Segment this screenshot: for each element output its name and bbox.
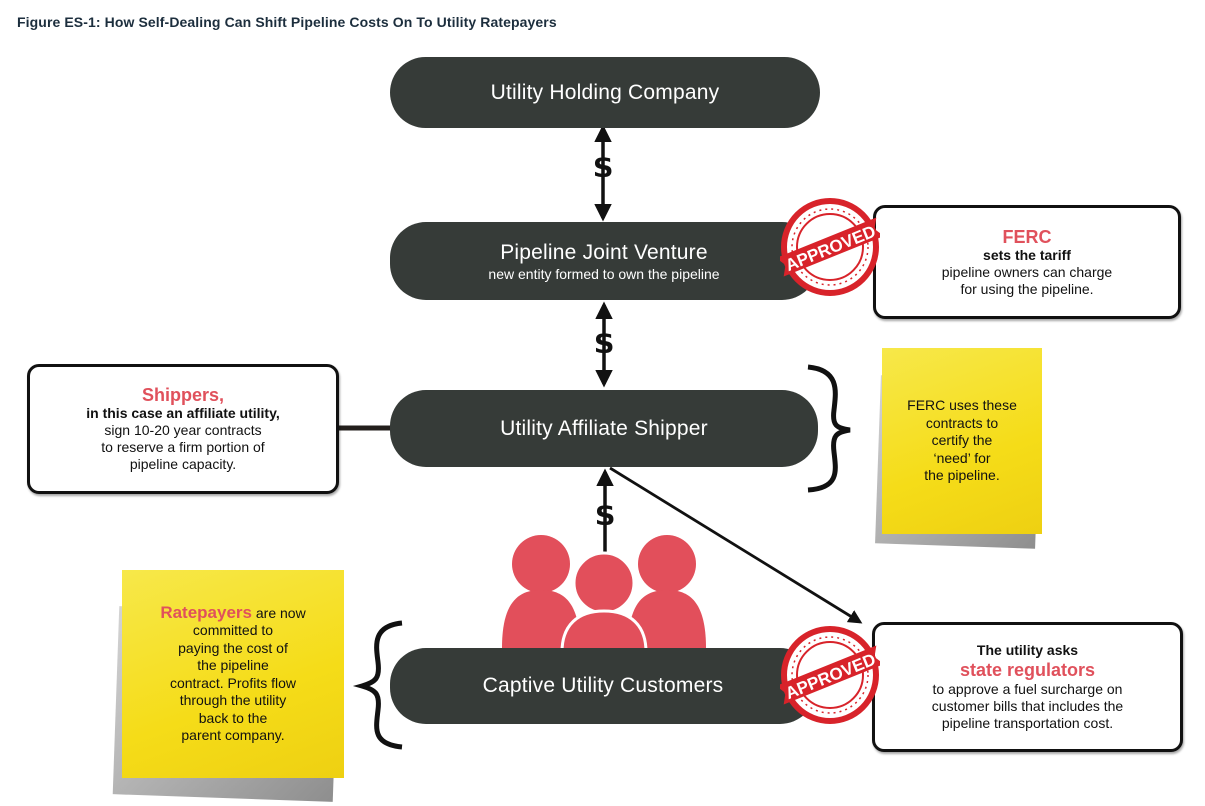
node-pipeline-joint-venture: Pipeline Joint Venture new entity formed… [390,222,818,300]
node-label: Utility Affiliate Shipper [500,416,708,440]
callout-heading: FERC [1002,226,1052,247]
callout-bold-line: in this case an affiliate utility, [86,405,280,421]
callout-line: pipeline owners can charge [941,263,1113,280]
note-line: certify the [931,432,993,449]
dollar-icon: $ [592,150,614,185]
callout-line: to approve a fuel surcharge on [932,681,1123,697]
callout-shippers: Shippers, in this case an affiliate util… [27,364,339,494]
node-label: Utility Holding Company [490,80,720,104]
callout-intro: The utility asks [976,642,1079,658]
note-line: contract. Profits flow [169,674,297,691]
note-line: Ratepayers are now [122,602,344,623]
brace-right-icon [807,364,851,493]
node-label: Captive Utility Customers [482,674,724,697]
note-line: the pipeline. [924,467,1000,484]
callout-ferc: FERC sets the tariff pipeline owners can… [873,205,1181,319]
note-paper: Ratepayers are now committed to paying t… [122,570,344,778]
callout-heading: Shippers, [141,385,225,405]
callout-line: pipeline capacity. [129,456,237,472]
note-line: back to the [198,709,268,726]
note-highlight: Ratepayers [160,602,252,622]
callout-line: customer bills that includes the [931,698,1124,714]
note-line: parent company. [181,727,285,743]
approved-stamp-icon: APPROVED [780,626,880,724]
callout-line: sign 10-20 year contracts [104,422,262,438]
note-line: through the utility [179,692,287,708]
sticky-note-ferc-need: FERC uses these contracts to certify the… [875,348,1042,549]
note-line: contracts to [925,414,999,431]
callout-line: for using the pipeline. [960,280,1094,297]
callout-line: to reserve a firm portion of [101,439,265,455]
callout-heading: state regulators [959,660,1096,680]
dollar-icon: $ [594,498,616,533]
node-label: Pipeline Joint Venture [500,240,708,264]
note-paper: FERC uses these contracts to certify the… [882,348,1042,534]
sticky-note-ratepayers: Ratepayers are now committed to paying t… [112,570,352,802]
node-sublabel: new entity formed to own the pipeline [488,265,720,282]
note-line: FERC uses these [907,397,1017,414]
note-line: the pipeline [197,657,269,673]
callout-bold-line: sets the tariff [983,246,1071,263]
arrow-shipper-regulators [609,466,863,624]
node-utility-affiliate-shipper: Utility Affiliate Shipper [390,390,818,467]
note-line: ‘need’ for [933,449,991,466]
approved-stamp-icon: APPROVED [780,198,880,296]
figure-title: Figure ES-1: How Self-Dealing Can Shift … [17,14,557,30]
brace-left-icon [352,620,403,750]
callout-line: pipeline transportation cost. [941,715,1114,731]
note-line: paying the cost of [178,639,288,656]
node-captive-utility-customers: Captive Utility Customers [390,648,816,724]
dollar-icon: $ [593,326,615,361]
node-utility-holding-company: Utility Holding Company [390,57,820,128]
note-line: committed to [192,622,274,638]
people-icon [502,535,706,654]
note-text: are now [251,604,306,621]
callout-state-regulators: The utility asks state regulators to app… [872,622,1183,752]
